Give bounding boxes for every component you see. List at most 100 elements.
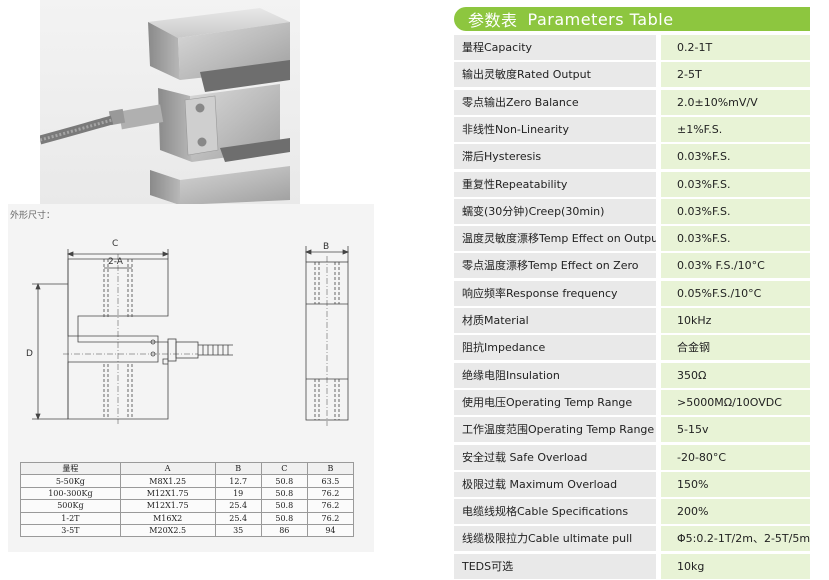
table-cell: 76.2: [306, 486, 355, 501]
col-header: 量程: [20, 461, 121, 476]
s-type-load-cell-image: [40, 8, 290, 205]
parameter-label: 重复性Repeatability: [454, 171, 656, 197]
dimension-drawing: C 2-A B D: [8, 204, 374, 456]
parameter-value: ±1%F.S.: [661, 116, 810, 142]
col-header: A: [119, 461, 216, 476]
parameter-row: 蠕变(30分钟)Creep(30min)0.03%F.S.: [454, 198, 810, 224]
product-photo: [40, 0, 300, 205]
table-cell: 1-2T: [20, 511, 121, 525]
parameter-label: 线缆极限拉力Cable ultimate pull: [454, 526, 656, 552]
parameter-label: 非线性Non-Linearity: [454, 116, 656, 142]
dim-label-2a: 2-A: [108, 257, 124, 267]
parameter-value: 10kHz: [661, 308, 810, 333]
dim-label-d: D: [26, 349, 33, 359]
table-cell: 76.2: [306, 499, 355, 513]
parameter-value: 合金钢: [661, 335, 810, 361]
parameter-label: 极限过载 Maximum Overload: [454, 471, 656, 497]
parameter-value: 150%: [661, 471, 810, 497]
table-cell: 50.8: [260, 486, 308, 501]
parameter-value: 0.03%F.S.: [661, 144, 810, 170]
col-header: C: [260, 461, 308, 476]
parameter-value: 0.05%F.S./10°C: [661, 280, 810, 306]
col-header: B: [306, 461, 355, 476]
parameter-value: 10kg: [661, 553, 810, 579]
table-cell: 12.7: [214, 474, 262, 488]
table-cell: 94: [306, 523, 355, 538]
parameter-label: 使用电压Operating Temp Range: [454, 389, 656, 415]
table-cell: 63.5: [306, 474, 355, 488]
dim-label-b: B: [323, 242, 329, 252]
parameter-label: 电缆线规格Cable Specifications: [454, 499, 656, 525]
dim-label-c: C: [112, 239, 118, 249]
parameters-table-title: 参数表 Parameters Table: [454, 7, 810, 31]
parameter-value: 2.0±10%mV/V: [661, 89, 810, 115]
parameter-label: 温度灵敏度漂移Temp Effect on Output: [454, 226, 656, 252]
table-cell: 5-50Kg: [20, 474, 121, 488]
table-cell: 35: [214, 523, 262, 538]
table-cell: 76.2: [306, 511, 355, 525]
parameter-row: 使用电压Operating Temp Range>5000MΩ/10OVDC: [454, 389, 810, 415]
title-cn: 参数表: [468, 11, 518, 30]
table-cell: 50.8: [260, 511, 308, 525]
parameter-value: 0.03%F.S.: [661, 198, 810, 224]
table-cell: 3-5T: [20, 523, 121, 538]
table-cell: 50.8: [260, 499, 308, 513]
title-en: Parameters Table: [527, 9, 674, 29]
parameter-label: TEDS可选: [454, 553, 656, 579]
table-cell: 25.4: [214, 511, 262, 525]
parameter-value: 0.03% F.S./10°C: [661, 253, 810, 279]
parameter-label: 阻抗Impedance: [454, 335, 656, 361]
parameter-value: 5-15v: [661, 417, 810, 443]
parameter-value: 200%: [661, 499, 810, 525]
table-cell: M8X1.25: [119, 474, 216, 488]
table-cell: 500Kg: [20, 499, 121, 513]
dimension-table-header: 量程 A B C B: [20, 461, 355, 476]
technical-drawing: C 2-A B D: [26, 239, 350, 426]
table-cell: M20X2.5: [119, 523, 216, 538]
parameter-value: 0.2-1T: [661, 35, 810, 60]
table-cell: 19: [214, 486, 262, 501]
table-cell: M12X1.75: [119, 499, 216, 513]
drawing-title: 外形尺寸：: [10, 211, 56, 221]
parameter-value: 0.03%F.S.: [661, 171, 810, 197]
parameter-row: 非线性Non-Linearity±1%F.S.: [454, 116, 810, 142]
parameter-label: 量程Capacity: [454, 35, 656, 60]
parameter-label: 工作温度范围Operating Temp Range: [454, 417, 656, 443]
table-cell: 100-300Kg: [20, 486, 121, 501]
table-cell: 86: [260, 523, 308, 538]
table-cell: 25.4: [214, 499, 262, 513]
parameter-value: 350Ω: [661, 362, 810, 388]
parameter-label: 滞后Hysteresis: [454, 144, 656, 170]
parameter-value: -20-80°C: [661, 444, 810, 470]
col-header: B: [214, 461, 262, 476]
parameter-label: 响应频率Response frequency: [454, 280, 656, 306]
parameter-row: 安全过载 Safe Overload-20-80°C: [454, 444, 810, 470]
parameter-label: 绝缘电阻Insulation: [454, 362, 656, 388]
parameter-label: 零点输出Zero Balance: [454, 89, 656, 115]
parameter-value: 2-5T: [661, 62, 810, 88]
table-cell: 50.8: [260, 474, 308, 488]
parameter-label: 零点温度漂移Temp Effect on Zero: [454, 253, 656, 279]
parameter-value: 0.03%F.S.: [661, 226, 810, 252]
parameter-value: Φ5:0.2-1T/2m、2-5T/5m: [661, 526, 810, 552]
